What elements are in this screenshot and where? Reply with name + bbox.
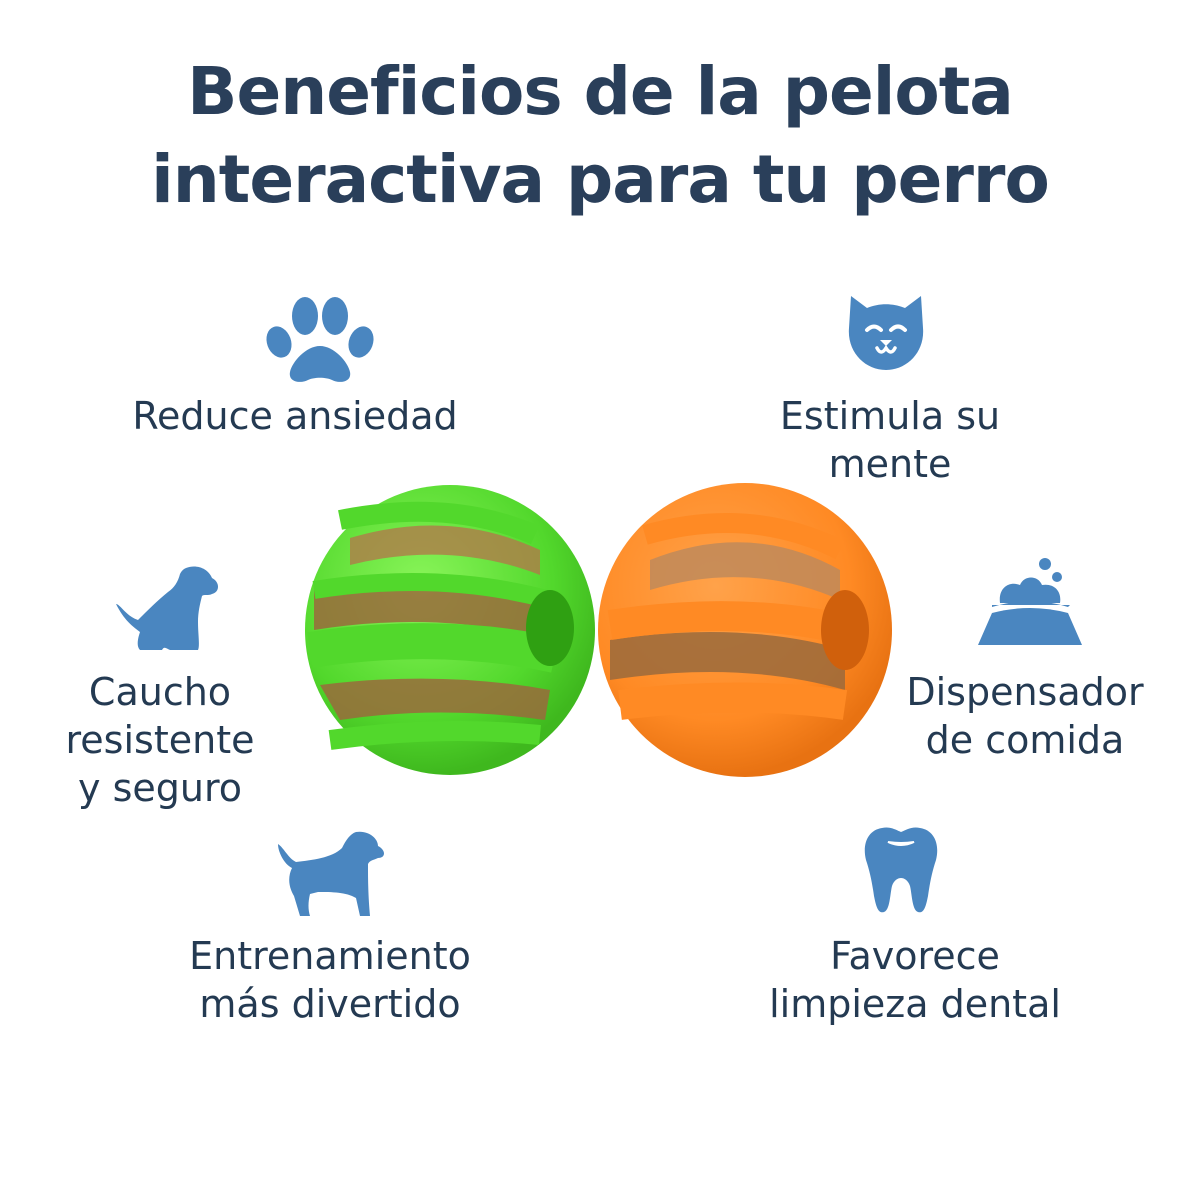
product-image-balls: [300, 480, 900, 780]
title-line-1: Beneficios de la pelota: [187, 53, 1014, 130]
standing-dog-icon: [272, 828, 387, 920]
green-ball: [305, 485, 595, 775]
feature-label-durable-rubber: Caucho resistente y seguro: [65, 670, 255, 810]
feature-label-stimulate-mind: Estimula su mente: [779, 394, 1001, 486]
sitting-dog-icon: [112, 562, 220, 654]
cat-face-icon: [845, 288, 927, 373]
page-title: Beneficios de la pelota interactiva para…: [0, 48, 1200, 224]
tooth-icon: [862, 824, 940, 916]
feature-label-fun-training: Entrenamiento más divertido: [189, 934, 471, 1026]
paw-icon: [262, 290, 377, 385]
title-line-2: interactiva para tu perro: [151, 141, 1050, 218]
feature-label-dental-cleaning: Favorece limpieza dental: [769, 934, 1061, 1026]
feature-label-food-dispenser: Dispensador de comida: [906, 670, 1144, 762]
food-bowl-icon: [968, 555, 1093, 645]
feature-label-reduce-anxiety: Reduce ansiedad: [132, 394, 458, 438]
orange-ball: [598, 483, 892, 777]
